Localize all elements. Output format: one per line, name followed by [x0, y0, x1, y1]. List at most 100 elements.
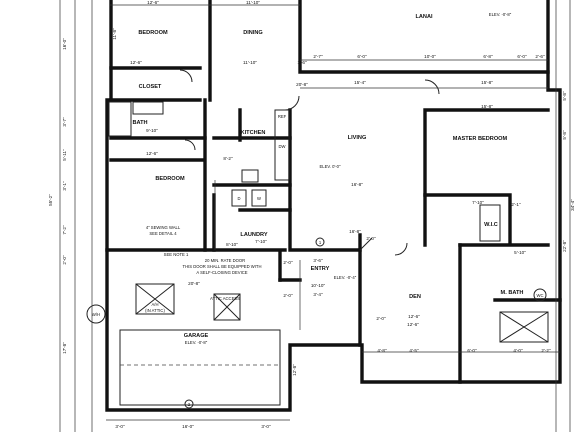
- kitchen-counter: [274, 109, 290, 181]
- marker-2-label: 2: [188, 402, 191, 407]
- dim-left-7: 7'-2": [62, 225, 67, 235]
- size-living: 16'-8": [351, 182, 363, 187]
- garage-slab: [119, 329, 281, 406]
- dim-mid-8: 3'-4": [313, 292, 323, 297]
- elevation-labels: ELEV. -0'-8" ELEV. 0'-0" ELEV. -0'-4" EL…: [185, 12, 512, 345]
- dim-left-6: 3'-1": [62, 181, 67, 191]
- note-self-closing-1: THIS DOOR SHALL BE EQUIPPED WITH: [183, 264, 262, 269]
- note-washer: W: [257, 196, 261, 201]
- marker-1: [315, 237, 325, 247]
- size-bath: 9'-10": [146, 128, 158, 133]
- room-size-labels: 12'-6" 11'-10" 9'-10" 8'-2" 16'-8" 15'-8…: [146, 0, 493, 319]
- room-garage: GARAGE: [184, 333, 209, 339]
- water-heater-circle: [86, 304, 106, 324]
- dim-top-2: 11'-10": [243, 60, 257, 65]
- fixtures: [86, 69, 549, 406]
- room-bath: BATH: [132, 120, 147, 126]
- attic-access-hatch: [213, 293, 241, 321]
- dim-left-9: 11'-8": [112, 28, 117, 40]
- room-laundry: LAUNDRY: [240, 232, 267, 238]
- size-garage: 20'-8": [188, 281, 200, 286]
- elev-garage: ELEV. -0'-8": [185, 340, 208, 345]
- interior-walls: [105, 0, 562, 384]
- dim-lanai-4: 6'-8": [483, 54, 493, 59]
- dim-garage-v: 12'-8": [292, 364, 297, 376]
- shower: [499, 311, 549, 343]
- size-bedroom-1: 12'-6": [147, 0, 159, 5]
- dim-wic-2: 7'-10": [472, 200, 484, 205]
- toilet: [533, 288, 547, 302]
- note-toilet: WC: [537, 293, 544, 298]
- dim-lanai-2: 6'-0": [357, 54, 367, 59]
- note-dw: DW: [279, 144, 286, 149]
- elev-lanai: ELEV. -0'-8": [489, 12, 512, 17]
- room-labels: BEDROOM DINING LANAI CLOSET BATH KITCHEN…: [132, 14, 523, 339]
- dim-left-5: 5'-11": [62, 149, 67, 161]
- dim-lanai-6: 2'-6": [535, 54, 545, 59]
- dim-left-2: 55'-2": [48, 194, 53, 206]
- note-wh: W/H: [92, 312, 100, 317]
- dim-garage-width: 20'-8": [296, 82, 308, 87]
- dryer: [231, 189, 247, 207]
- dim-bottom-right-1: 4'-8": [377, 348, 387, 353]
- size-bedroom-2: 12'-6": [146, 151, 158, 156]
- note-rate-door: 20 MIN. RATE DOOR: [205, 258, 245, 263]
- marker-2: [184, 399, 194, 409]
- dim-mid-5: 3'-6": [313, 258, 323, 263]
- dim-mid-6: 2'-0": [283, 260, 293, 265]
- room-kitchen: KITCHEN: [241, 130, 266, 136]
- room-dining: DINING: [243, 30, 263, 36]
- vertical-dimension-labels: 16'-0" 55'-2" 17'-8" 3'-7" 5'-11" 3'-1" …: [48, 28, 575, 376]
- size-master-bedroom: 15'-8": [481, 104, 493, 109]
- note-dryer: D: [237, 196, 240, 201]
- dim-bottom-3: 3'-0": [261, 424, 271, 429]
- dim-bottom-2: 16'-0": [182, 424, 194, 429]
- dim-lanai-1: 2'-7": [313, 54, 323, 59]
- dim-left-1: 16'-0": [62, 38, 67, 50]
- room-bedroom-2: BEDROOM: [155, 176, 185, 182]
- room-wic: W.I.C: [484, 222, 498, 228]
- range: [241, 169, 259, 183]
- washer: [251, 189, 267, 207]
- note-self-closing-2: A SELF-CLOSING DEVICE: [196, 270, 247, 275]
- room-closet: CLOSET: [139, 84, 162, 90]
- dim-den-3: 12'-6": [407, 322, 419, 327]
- dim-right-4: 22'-8": [562, 240, 567, 252]
- dim-left-3: 17'-8": [62, 342, 67, 354]
- room-bedroom-1: BEDROOM: [138, 30, 168, 36]
- dim-left-8: 2'-0": [62, 255, 67, 265]
- dim-mid-7: 2'-0": [283, 293, 293, 298]
- dim-lanai-3: 10'-0": [424, 54, 436, 59]
- room-entry: ENTRY: [311, 266, 330, 272]
- size-kitchen: 8'-2": [223, 156, 233, 161]
- notes: 4" SEWING WALL SEE DETAIL 4 SEE NOTE 1 2…: [92, 114, 544, 409]
- dim-mid-9: 5'-10": [514, 250, 526, 255]
- size-entry: 10'-10": [311, 283, 326, 288]
- dim-right-1: 5'-8": [562, 91, 567, 101]
- bath-vanity: [132, 101, 164, 115]
- note-see-detail: SEE DETAIL 4: [149, 231, 177, 236]
- wic-shelf: [479, 204, 501, 242]
- attic-hatch: [135, 283, 175, 315]
- dim-wic-1: 2'-1": [511, 202, 521, 207]
- dim-den-1: 2'-0": [376, 316, 386, 321]
- room-master-bedroom: MASTER BEDROOM: [453, 136, 508, 142]
- dim-top-1: 12'-6": [130, 60, 142, 65]
- room-living: LIVING: [348, 135, 367, 141]
- dim-right-3: 34'-4": [570, 199, 575, 211]
- dim-mid-4: 8'-10": [226, 242, 238, 247]
- dim-top-3: 1'-6": [297, 60, 307, 65]
- dim-mid-3: 16'-8": [349, 229, 361, 234]
- dimension-labels: 12'-6" 11'-10" 1'-6" 2'-7" 6'-0" 10'-0" …: [115, 54, 551, 429]
- room-lanai: LANAI: [415, 14, 433, 20]
- note-sewing-wall: 4" SEWING WALL: [146, 225, 181, 230]
- size-laundry: 7'-10": [255, 239, 267, 244]
- room-den: DEN: [409, 294, 421, 300]
- note-ref: REF: [278, 114, 287, 119]
- size-dining: 11'-10": [246, 0, 260, 5]
- marker-1-label: 1: [319, 240, 322, 245]
- dim-bottom-right-4: 4'-0": [513, 348, 523, 353]
- dim-mid-1: 15'-4": [354, 80, 366, 85]
- attic-access-label: ATTIC ACCESS: [210, 296, 240, 301]
